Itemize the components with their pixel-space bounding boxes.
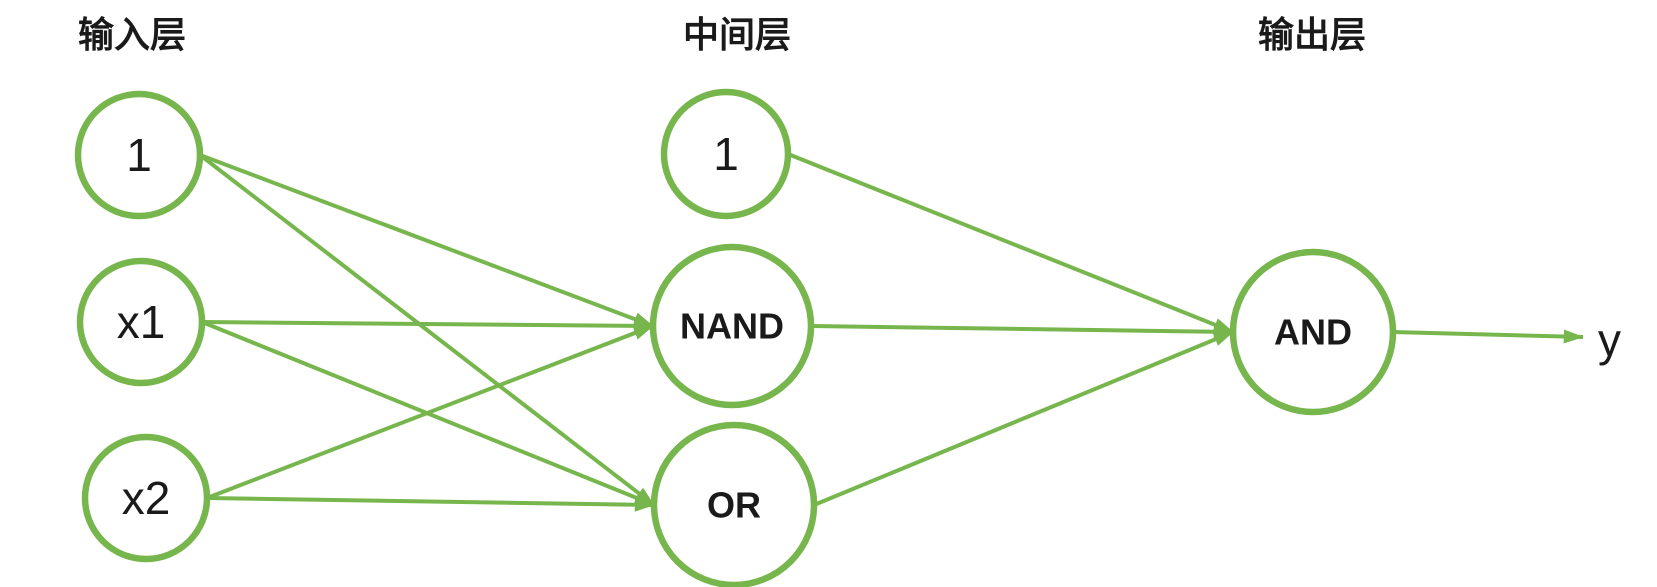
node-label-hidden-or: OR [707,485,761,526]
edge-input-x2-to-hidden-nand [206,324,654,500]
node-label-hidden-nand: NAND [680,306,784,347]
node-circle-hidden-or [650,421,818,587]
input-layer-label: 输入层 [78,14,186,55]
hidden-layer-label: 中间层 [683,14,791,55]
edge-input-bias-to-hidden-or [198,153,656,507]
node-label-input-x1: x1 [117,296,166,348]
edge-hidden-nand-to-output-and [810,324,1234,339]
node-hidden-nand: NAND [649,243,815,409]
node-circle-input-x1 [76,257,206,387]
edge-input-x2-to-hidden-or [206,496,655,512]
node-input-x1: x1 [76,257,206,387]
node-circle-input-bias [74,90,204,220]
edge-hidden-bias-to-output-and [787,152,1234,334]
edge-output-to-y [1392,329,1584,344]
output-y-label: y [1598,314,1621,366]
node-hidden-or: OR [650,421,818,587]
edge-hidden-or-to-output-and [813,330,1234,507]
edge-input-bias-to-hidden-nand [199,153,654,328]
node-circle-hidden-nand [649,243,815,409]
node-hidden-bias: 1 [660,88,792,220]
node-output-and: AND [1229,248,1397,416]
node-label-input-x2: x2 [122,472,171,524]
node-input-x2: x2 [81,433,211,563]
node-label-output-and: AND [1274,312,1352,353]
node-input-bias: 1 [74,90,204,220]
output-layer-label: 输出层 [1258,14,1366,55]
node-label-input-bias: 1 [126,129,152,181]
node-label-hidden-bias: 1 [713,128,739,180]
node-circle-input-x2 [81,433,211,563]
node-circle-hidden-bias [660,88,792,220]
node-circle-output-and [1229,248,1397,416]
edge-input-x1-to-hidden-nand [201,318,654,333]
